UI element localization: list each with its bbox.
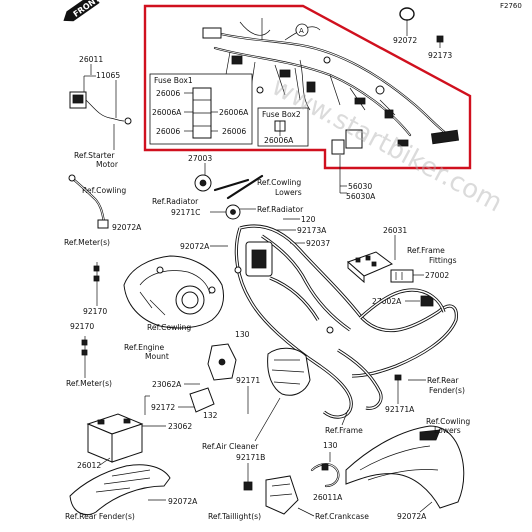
- ref-circle-a: [295, 23, 309, 37]
- part-130-mid: 130: [235, 330, 250, 339]
- part-92170-b: 92170: [70, 322, 94, 331]
- fuse-box-2-title: Fuse Box2: [262, 110, 301, 119]
- relay-27002: [390, 269, 414, 283]
- part-92072A-mid: 92072A: [180, 242, 210, 251]
- part-92072A-lowright: 92072A: [397, 512, 427, 521]
- part-56030A: 56030A: [346, 192, 376, 201]
- part-92171B: 92171B: [236, 453, 265, 462]
- part-27002A: 27002A: [372, 297, 402, 306]
- part-92037: 92037: [306, 239, 330, 248]
- part-130-low: 130: [323, 441, 338, 450]
- ref-rear-fender-right-2: Fender(s): [429, 386, 465, 395]
- battery: [86, 413, 144, 463]
- bolts-92170-b: [81, 336, 88, 358]
- ref-frame-fittings-2: Fittings: [429, 256, 457, 265]
- fuse-box-1-part-left-1: 26006: [156, 89, 180, 98]
- part-11065: 11065: [96, 71, 120, 80]
- radiator-bracket: [210, 204, 241, 220]
- part-27002: 27002: [425, 271, 449, 280]
- ref-starter-motor-2: Motor: [96, 160, 119, 169]
- ref-rear-fender-right-1: Ref.Rear: [427, 376, 459, 385]
- part-23062A: 23062A: [152, 380, 182, 389]
- part-92072-top: 92072: [393, 36, 417, 45]
- air-cleaner: [267, 347, 311, 396]
- harness-connector-26011A: [310, 463, 340, 488]
- fuse-box-1-part-left-3: 26006: [156, 127, 180, 136]
- figure-code: F2760: [500, 2, 522, 10]
- unit-26031: [347, 251, 393, 284]
- part-27003: 27003: [188, 154, 212, 163]
- part-26011: 26011: [79, 55, 103, 64]
- meter-bracket: [123, 255, 225, 329]
- fuse-box-2-part: 26006A: [264, 136, 294, 145]
- part-92072A-left: 92072A: [112, 223, 142, 232]
- switch-27003: [194, 174, 212, 192]
- bolts-92170-a: [93, 262, 100, 286]
- engine-mount-bracket: [207, 343, 237, 381]
- taillight-connector: [243, 481, 253, 491]
- rear-cowling-right: [345, 425, 465, 509]
- main-wiring-harness: A: [202, 18, 460, 155]
- ref-crankcase: Ref.Crankcase: [315, 512, 369, 521]
- ref-air-cleaner: Ref.Air Cleaner: [202, 442, 259, 451]
- bracket-left: [68, 174, 109, 229]
- part-92172: 92172: [151, 403, 175, 412]
- starter-relay: [69, 91, 132, 125]
- relay-27002A: [420, 295, 434, 307]
- ref-frame-fittings-1: Ref.Frame: [407, 246, 445, 255]
- fuse-box-1-part-right-1: 26006A: [219, 108, 249, 117]
- bolt-92173: [436, 35, 444, 43]
- part-56030: 56030: [348, 182, 372, 191]
- part-92171A: 92171A: [385, 405, 415, 414]
- bracket-23062A: [189, 387, 215, 413]
- ref-starter-motor-1: Ref.Starter: [74, 151, 115, 160]
- front-arrow-badge: FRONT: [63, 0, 103, 22]
- ref-engine-mount-2: Mount: [145, 352, 169, 361]
- harness-highlight-outline: [143, 4, 472, 170]
- ref-cowling-mid: Ref.Cowling: [147, 323, 191, 332]
- front-label: FRONT: [72, 0, 103, 19]
- ref-taillight: Ref.Taillight(s): [208, 512, 261, 521]
- part-120: 120: [301, 215, 316, 224]
- motorcycle-frame: [234, 224, 458, 419]
- fuse-box-2: Fuse Box2 26006A: [257, 107, 309, 147]
- part-92170-a: 92170: [83, 307, 107, 316]
- ref-rear-fender-left: Ref.Rear Fender(s): [65, 512, 135, 521]
- fuse-box-1-part-right-2: 26006: [222, 127, 246, 136]
- part-92171-mid: 92171: [236, 376, 260, 385]
- clip-92072-top: [399, 7, 415, 36]
- ref-meter-bottom: Ref.Meter(s): [66, 379, 112, 388]
- fuse-box-1-part-left-2: 26006A: [152, 108, 182, 117]
- part-26031: 26031: [383, 226, 407, 235]
- part-23062: 23062: [168, 422, 192, 431]
- rear-fender-left: [69, 464, 171, 516]
- clip-92171A: [394, 374, 402, 381]
- fuse-box-1: Fuse Box1 26006 26006A 26006 26006A 2600…: [149, 73, 253, 145]
- part-92171C: 92171C: [171, 208, 200, 217]
- part-92173A: 92173A: [297, 226, 327, 235]
- ref-radiator-right: Ref.Radiator: [257, 205, 304, 214]
- ref-radiator-left: Ref.Radiator: [152, 197, 199, 206]
- ref-cowling-lowers-bottom-2: Lowers: [434, 426, 461, 435]
- ref-cowling-1: Ref.Cowling: [82, 186, 126, 195]
- ref-label-a: A: [299, 27, 304, 35]
- ref-cowling-lowers-bottom-1: Ref.Cowling: [426, 417, 470, 426]
- part-92173: 92173: [428, 51, 452, 60]
- ref-frame: Ref.Frame: [325, 426, 363, 435]
- ref-cowling-lowers-top-2: Lowers: [275, 188, 302, 197]
- part-92072A-lowleft: 92072A: [168, 497, 198, 506]
- part-26012: 26012: [77, 461, 101, 470]
- part-132: 132: [203, 411, 218, 420]
- part-26011A: 26011A: [313, 493, 343, 502]
- ref-cowling-lowers-top-1: Ref.Cowling: [257, 178, 301, 187]
- ref-engine-mount-1: Ref.Engine: [124, 343, 164, 352]
- crankcase-cover: [265, 475, 299, 515]
- fuse-box-1-title: Fuse Box1: [154, 76, 193, 85]
- ref-meter-top: Ref.Meter(s): [64, 238, 110, 247]
